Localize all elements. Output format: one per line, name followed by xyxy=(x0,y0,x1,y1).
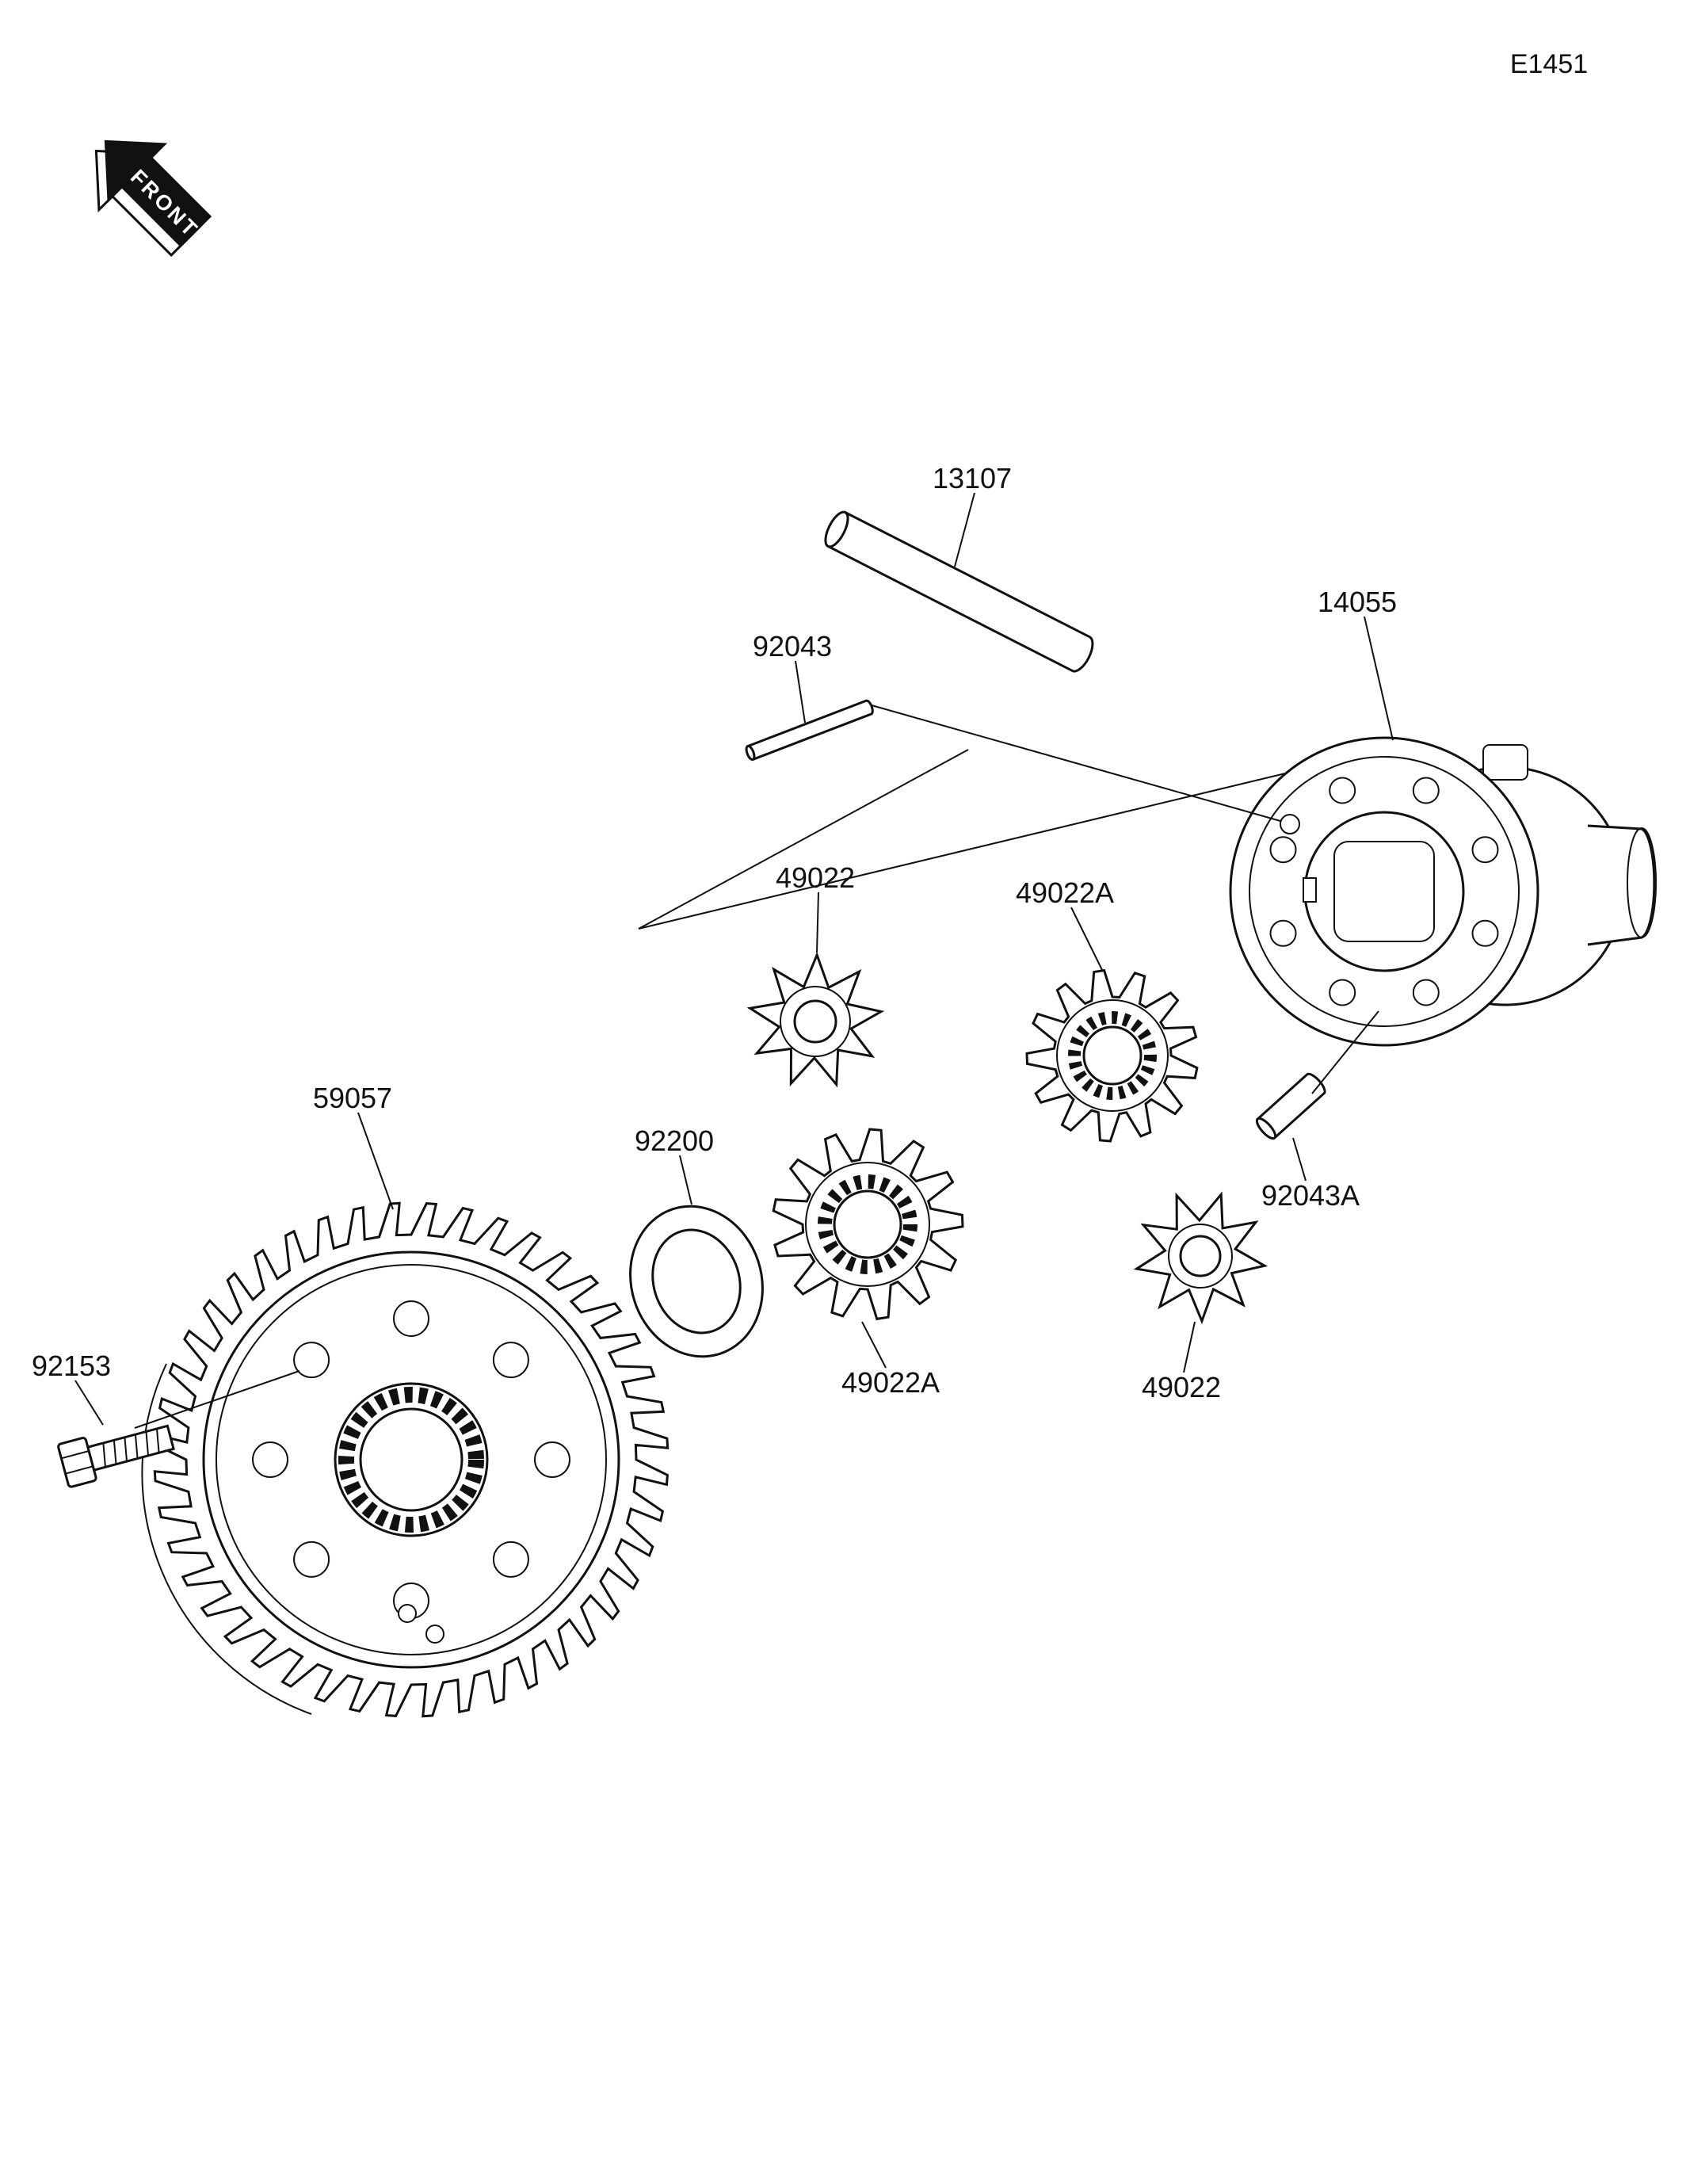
case-notch xyxy=(1303,877,1317,903)
hole xyxy=(393,1300,429,1337)
side-gear-splines xyxy=(1068,1011,1157,1100)
bolt-92153 xyxy=(57,1424,175,1488)
leader-line xyxy=(679,1155,692,1205)
leader-line xyxy=(1364,616,1394,741)
pinion-shaft-13107 xyxy=(824,510,1094,673)
pin-92043a xyxy=(1255,1072,1326,1140)
hole xyxy=(1329,777,1356,804)
leader-line xyxy=(1311,1010,1379,1094)
leader-line xyxy=(74,1380,104,1426)
part-label-92200-washer: 92200 xyxy=(635,1124,714,1157)
leader-line xyxy=(816,892,819,953)
pin-92043 xyxy=(745,699,874,762)
bolt-thread xyxy=(124,1438,128,1461)
hole xyxy=(293,1342,330,1379)
bolt-thread xyxy=(102,1443,106,1467)
leader-line xyxy=(795,660,806,724)
side-gear-bore xyxy=(833,1189,902,1259)
side-gear-face xyxy=(805,1162,930,1287)
side-gear-top-49022a xyxy=(1025,968,1199,1143)
leader-line xyxy=(954,492,975,567)
pinion-gear-right-49022 xyxy=(1133,1191,1268,1325)
bolt-thread xyxy=(145,1432,149,1455)
hole xyxy=(534,1441,570,1478)
pin-body xyxy=(1256,1072,1326,1140)
pinion-bore xyxy=(793,999,837,1044)
case-journal-end xyxy=(1627,827,1657,938)
hole xyxy=(1471,836,1499,864)
part-label-13107-shaft: 13107 xyxy=(933,462,1012,494)
ring-gear-rim-line xyxy=(216,1264,607,1655)
leader-line xyxy=(357,1112,394,1210)
hole xyxy=(1269,919,1297,947)
case-flange-inner-edge xyxy=(1249,756,1520,1027)
hole xyxy=(492,1541,529,1578)
assembly-axis-line xyxy=(638,749,969,930)
pinion-bore xyxy=(1179,1235,1222,1277)
hole xyxy=(1412,777,1440,804)
ring-gear-bore xyxy=(359,1407,464,1512)
hole xyxy=(1471,919,1499,947)
part-label-59057-ring-gear: 59057 xyxy=(313,1082,392,1114)
pin-body xyxy=(746,699,874,762)
ring-gear-dowel-hole xyxy=(398,1604,417,1623)
hole xyxy=(293,1541,330,1578)
case-boss xyxy=(1482,744,1528,781)
pinion-gear-left-49022 xyxy=(746,951,885,1088)
bolt-thread xyxy=(113,1441,117,1464)
side-gear-bore xyxy=(1082,1025,1143,1086)
shaft-body xyxy=(826,510,1094,673)
ring-gear-59057 xyxy=(141,1201,670,1718)
leader-line xyxy=(1292,1137,1307,1182)
hole xyxy=(252,1441,288,1478)
part-label-92153-bolt: 92153 xyxy=(32,1350,111,1382)
hole xyxy=(1269,836,1297,864)
front-arrow: FRONT xyxy=(94,139,212,258)
part-labels: 13107 92043 14055 49022 49022A 92200 590… xyxy=(32,462,1397,1403)
part-label-14055-case: 14055 xyxy=(1318,586,1397,618)
part-label-49022-right: 49022 xyxy=(1142,1371,1221,1403)
side-gear-face xyxy=(1056,999,1169,1112)
side-gear-splines xyxy=(818,1174,917,1274)
bolt-thread xyxy=(156,1429,160,1453)
pinion-face xyxy=(1168,1224,1233,1289)
case-journal xyxy=(1587,824,1656,946)
bolt-shank xyxy=(86,1424,175,1472)
assembly-axis-line xyxy=(638,773,1286,930)
front-arrow-face xyxy=(104,139,212,248)
case-center-opening xyxy=(1303,811,1465,972)
leader-line xyxy=(861,1321,887,1369)
pinion-face xyxy=(780,986,851,1057)
ring-gear-dowel-hole xyxy=(425,1625,444,1644)
hole xyxy=(492,1342,529,1379)
leader-line xyxy=(134,1370,300,1429)
figure-code: E1451 xyxy=(1510,49,1588,79)
part-label-49022a-top: 49022A xyxy=(1016,876,1114,909)
side-gear-center-49022a xyxy=(772,1128,964,1321)
ring-gear-splines xyxy=(338,1387,484,1533)
bolt-thread xyxy=(135,1435,139,1458)
case-window xyxy=(1333,841,1435,942)
part-label-92043a-pin: 92043A xyxy=(1261,1179,1360,1212)
leader-line xyxy=(1183,1321,1196,1373)
pin-end-face xyxy=(745,744,756,762)
shaft-end-face xyxy=(824,510,849,548)
hole xyxy=(1329,979,1356,1006)
leader-lines xyxy=(74,492,1394,1429)
bolt-head-facet xyxy=(65,1465,93,1475)
differential-case-14055 xyxy=(1229,736,1657,1047)
leader-line xyxy=(1070,907,1104,972)
pin-end-face xyxy=(1255,1117,1277,1140)
part-label-92043-pin: 92043 xyxy=(753,630,832,662)
washer-inner xyxy=(651,1228,742,1334)
bolt-head-facet xyxy=(61,1450,90,1460)
part-label-49022a-center: 49022A xyxy=(841,1366,940,1399)
hole xyxy=(1412,979,1440,1006)
part-label-49022-left: 49022 xyxy=(776,861,855,894)
case-bolt-holes xyxy=(1269,777,1499,1006)
case-pin-hole xyxy=(1280,814,1300,834)
assembly-axis-line xyxy=(871,704,1281,822)
washer-92200 xyxy=(629,1205,764,1358)
